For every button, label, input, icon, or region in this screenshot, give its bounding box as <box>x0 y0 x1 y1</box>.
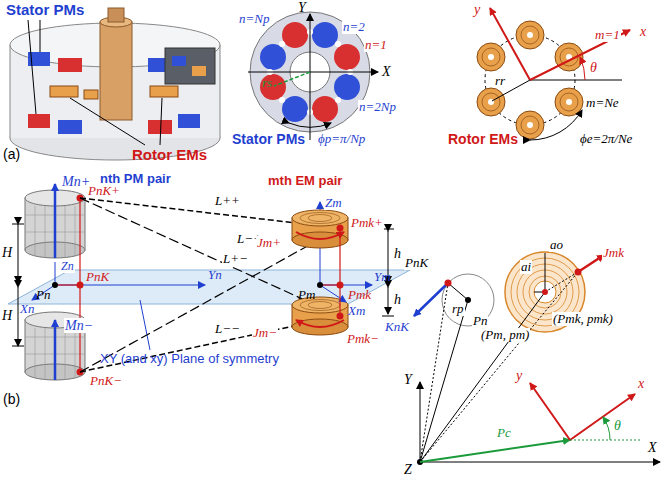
figure-label: θ <box>590 60 597 75</box>
figure-label: ai <box>520 260 532 274</box>
figure-label: Pn <box>472 314 488 328</box>
figure-label: m=Ne <box>585 96 620 110</box>
figure-label: Rotor EMs <box>132 147 207 164</box>
figure-label: Pm <box>298 288 315 302</box>
figure-label: Zm <box>324 196 343 210</box>
figure-label: Zn <box>60 260 75 273</box>
figure-label: L+− <box>222 252 249 266</box>
figure-label: rs <box>262 76 272 90</box>
figure-label: Y <box>298 0 306 15</box>
figure-label: n=Np <box>238 12 270 26</box>
figure-label: x <box>638 376 644 391</box>
figure-label: ϕp=π/Np <box>318 132 365 146</box>
figure-label: ao <box>549 238 564 252</box>
figure-label: XY (and xy) Plane of symmetry <box>100 352 279 366</box>
figure-label: (Pm, pm) <box>480 328 530 342</box>
figure-label: X <box>382 64 391 79</box>
figure-label: (Pmk, pmk) <box>552 312 614 326</box>
figure-label: Pn <box>36 288 50 302</box>
figure-label: Rotor EMs <box>448 132 518 147</box>
figure-label: PnK− <box>90 374 122 388</box>
figure-label: PnK <box>86 270 109 284</box>
figure-label: KnK <box>384 320 410 334</box>
figure-label: Yn <box>208 268 222 282</box>
figure-label: L−− <box>214 322 241 336</box>
figure-label: Jmk <box>602 246 625 260</box>
figure-label: n=2Np <box>358 100 397 114</box>
figure-label: PnK <box>404 256 429 270</box>
figure-label: Stator PMs <box>6 2 84 19</box>
figure-label: rp <box>451 302 465 316</box>
figure-label: Xm <box>348 304 365 318</box>
figure-label: Pmk <box>348 288 371 302</box>
figure-label: X <box>648 440 657 455</box>
figure-label: (a) <box>3 147 20 162</box>
figure-label: ϕe=2π/Ne <box>580 132 632 146</box>
figure-label: h <box>394 292 401 307</box>
figure-label: mth EM pair <box>268 174 342 188</box>
figure-label: Jm+ <box>256 236 282 250</box>
figure-label: Ym <box>374 270 391 284</box>
figure-label: L++ <box>214 194 241 208</box>
figure-label: Mn− <box>64 318 94 333</box>
figure-label: H <box>2 245 12 260</box>
figure-label: Stator PMs <box>232 132 305 147</box>
figure-label: Mn+ <box>62 174 90 189</box>
figure-label: Z <box>404 462 412 477</box>
figure-label: Pmk+ <box>350 216 384 230</box>
figure-label: n=2 <box>342 20 366 34</box>
figure-label: y <box>516 368 522 383</box>
figure-label: m=1 <box>594 28 621 42</box>
figure-label: (b) <box>3 392 20 407</box>
figure-label: Jm− <box>252 326 278 340</box>
figure-label: y <box>474 2 480 17</box>
figure-label: Xn <box>20 302 34 316</box>
figure-label: H <box>2 308 12 323</box>
figure-label: Y <box>404 372 412 387</box>
figure-label: PnK+ <box>88 184 120 198</box>
figure-label: Pc <box>496 426 512 440</box>
figure-label: θ <box>614 418 621 433</box>
figure-label: rr <box>494 74 506 88</box>
figure-label: x <box>640 24 646 39</box>
figure-label: n=1 <box>364 38 388 52</box>
figure-label: Pmk− <box>346 332 380 346</box>
figure-label: h <box>394 246 401 261</box>
